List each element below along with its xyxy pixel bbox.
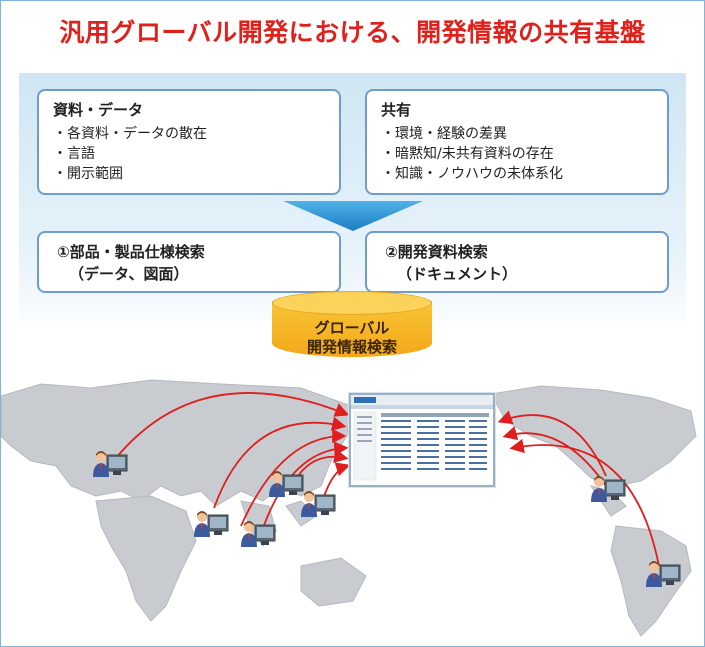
search-screen-icon — [349, 393, 495, 487]
card-share: 共有 環境・経験の差異 暗黙知/未共有資料の存在 知識・ノウハウの未体系化 — [365, 89, 669, 195]
world-map — [1, 379, 697, 637]
hub-label: グローバル 開発情報検索 — [272, 319, 432, 357]
list-item: 各資料・データの散在 — [53, 124, 325, 144]
card-docs-search: ②開発資料検索 （ドキュメント） — [365, 231, 669, 293]
card-data: 資料・データ 各資料・データの散在 言語 開示範囲 — [37, 89, 341, 195]
list-item: 暗黙知/未共有資料の存在 — [381, 144, 653, 164]
card-share-list: 環境・経験の差異 暗黙知/未共有資料の存在 知識・ノウハウの未体系化 — [381, 124, 653, 184]
card-data-list: 各資料・データの散在 言語 開示範囲 — [53, 124, 325, 184]
hub-cylinder-top — [272, 291, 432, 315]
down-arrow-icon — [283, 201, 423, 231]
card-share-heading: 共有 — [381, 101, 412, 119]
user-at-computer-icon — [240, 520, 276, 548]
list-item: 環境・経験の差異 — [381, 124, 653, 144]
search-screen-content — [351, 395, 493, 481]
list-item: 開示範囲 — [53, 164, 325, 184]
hub-label-line1: グローバル — [314, 319, 390, 337]
card-docs-line2: （ドキュメント） — [397, 265, 518, 283]
card-docs-line1: ②開発資料検索 — [385, 243, 488, 261]
card-parts-line1: ①部品・製品仕様検索 — [57, 243, 205, 261]
list-item: 知識・ノウハウの未体系化 — [381, 164, 653, 184]
card-parts-search: ①部品・製品仕様検索 （データ、図面） — [37, 231, 341, 293]
list-item: 言語 — [53, 144, 325, 164]
hub-label-line2: 開発情報検索 — [306, 338, 397, 356]
user-at-computer-icon — [193, 510, 229, 538]
card-data-heading: 資料・データ — [53, 101, 144, 119]
user-at-computer-icon — [300, 490, 336, 518]
card-parts-line2: （データ、図面） — [69, 265, 189, 283]
page-title: 汎用グローバル開発における、開発情報の共有基盤 — [59, 18, 646, 47]
